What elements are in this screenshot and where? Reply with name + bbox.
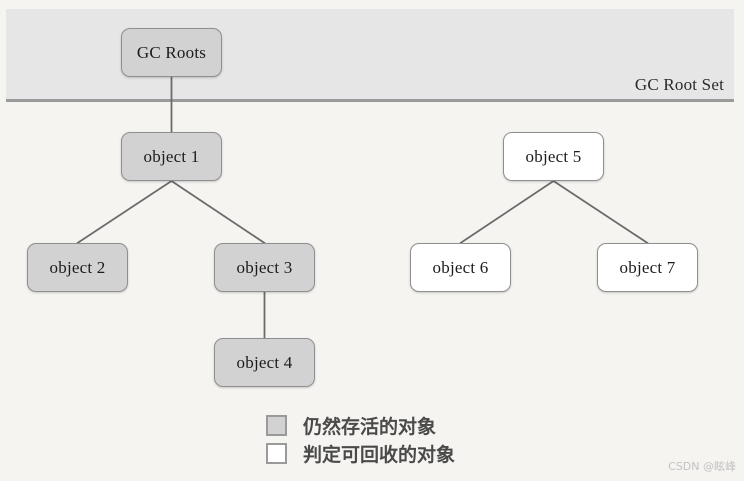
node-object-2[interactable]: object 2 <box>27 243 128 292</box>
node-gc-roots[interactable]: GC Roots <box>121 28 222 77</box>
node-object-6[interactable]: object 6 <box>410 243 511 292</box>
legend-item-alive: 仍然存活的对象 <box>266 411 455 439</box>
node-object-3[interactable]: object 3 <box>214 243 315 292</box>
legend-label-alive: 仍然存活的对象 <box>303 415 437 438</box>
legend-swatch-alive-icon <box>266 414 287 436</box>
legend-item-dead: 判定可回收的对象 <box>266 439 455 467</box>
node-object-1[interactable]: object 1 <box>121 132 222 181</box>
gc-root-set-label: GC Root Set <box>634 75 724 94</box>
edge-object5-object6 <box>459 180 555 244</box>
edge-object1-object3 <box>170 180 266 244</box>
gc-root-set-band: GC Root Set <box>6 9 734 102</box>
legend-swatch-dead-icon <box>266 442 287 464</box>
node-object-5[interactable]: object 5 <box>503 132 604 181</box>
node-object-4[interactable]: object 4 <box>214 338 315 387</box>
edge-object5-object7 <box>552 180 649 244</box>
edge-object1-object2 <box>76 180 173 244</box>
node-object-7[interactable]: object 7 <box>597 243 698 292</box>
legend-label-dead: 判定可回收的对象 <box>303 443 456 466</box>
watermark: CSDN @眩峰 <box>668 460 736 473</box>
legend: 仍然存活的对象 判定可回收的对象 <box>266 411 455 467</box>
